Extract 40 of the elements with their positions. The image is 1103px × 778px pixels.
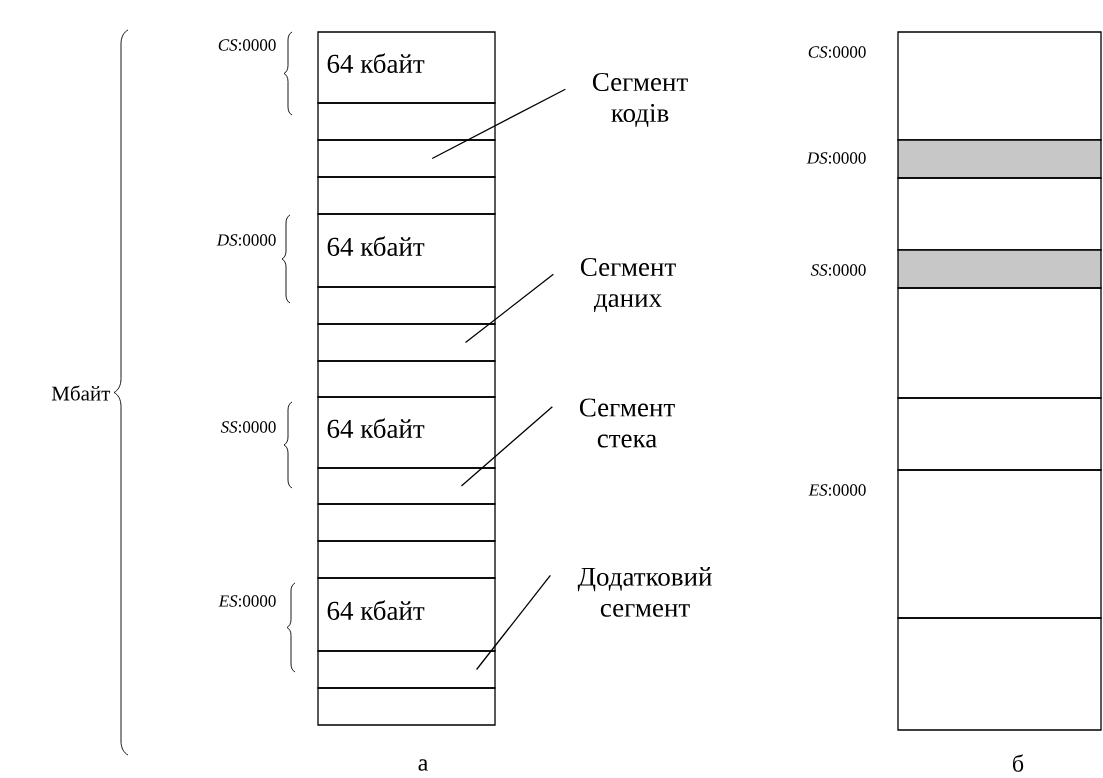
memory-block	[317, 102, 496, 141]
memory-block: 64 кбайт	[317, 577, 496, 652]
memory-block	[317, 323, 496, 362]
segment-address: DS:0000	[216, 234, 276, 246]
memory-block	[897, 397, 1102, 471]
memory-block	[317, 139, 496, 178]
shaded-band	[897, 139, 1102, 179]
memory-block	[317, 687, 496, 726]
segment-address: DS:0000	[806, 152, 866, 164]
memory-block	[897, 469, 1102, 619]
memory-block: 64 кбайт	[317, 396, 496, 469]
leader-line	[464, 273, 554, 344]
memory-block	[317, 360, 496, 398]
panel-label: а	[418, 759, 428, 771]
memory-block: 64 кбайт	[317, 213, 496, 288]
memory-block	[317, 176, 496, 215]
segment-address: SS:0000	[220, 421, 276, 433]
segment-name: Сегмент стека	[579, 398, 675, 448]
segment-name: Додатковий сегмент	[577, 567, 712, 617]
memory-block	[317, 503, 496, 542]
shaded-band	[897, 249, 1102, 289]
memory-block	[317, 467, 496, 505]
leader-line	[475, 574, 551, 671]
leader-line	[460, 406, 553, 487]
segment-address: CS:0000	[218, 39, 276, 51]
segment-address: CS:0000	[808, 46, 866, 58]
memory-block	[317, 286, 496, 325]
memory-block	[317, 650, 496, 689]
panel-label: б	[1013, 754, 1024, 772]
memory-size-label: Мбайт	[51, 385, 111, 401]
memory-block	[317, 540, 496, 579]
segment-address: ES:0000	[218, 595, 276, 607]
memory-block	[897, 617, 1102, 731]
memory-block	[897, 287, 1102, 399]
segment-name: Сегмент даних	[580, 257, 676, 313]
leader-line	[431, 88, 566, 160]
memory-block: 64 кбайт	[317, 31, 496, 104]
segment-address: ES:0000	[808, 484, 866, 496]
segment-name: Сегмент кодів	[592, 72, 688, 128]
segment-address: SS:0000	[810, 264, 866, 276]
